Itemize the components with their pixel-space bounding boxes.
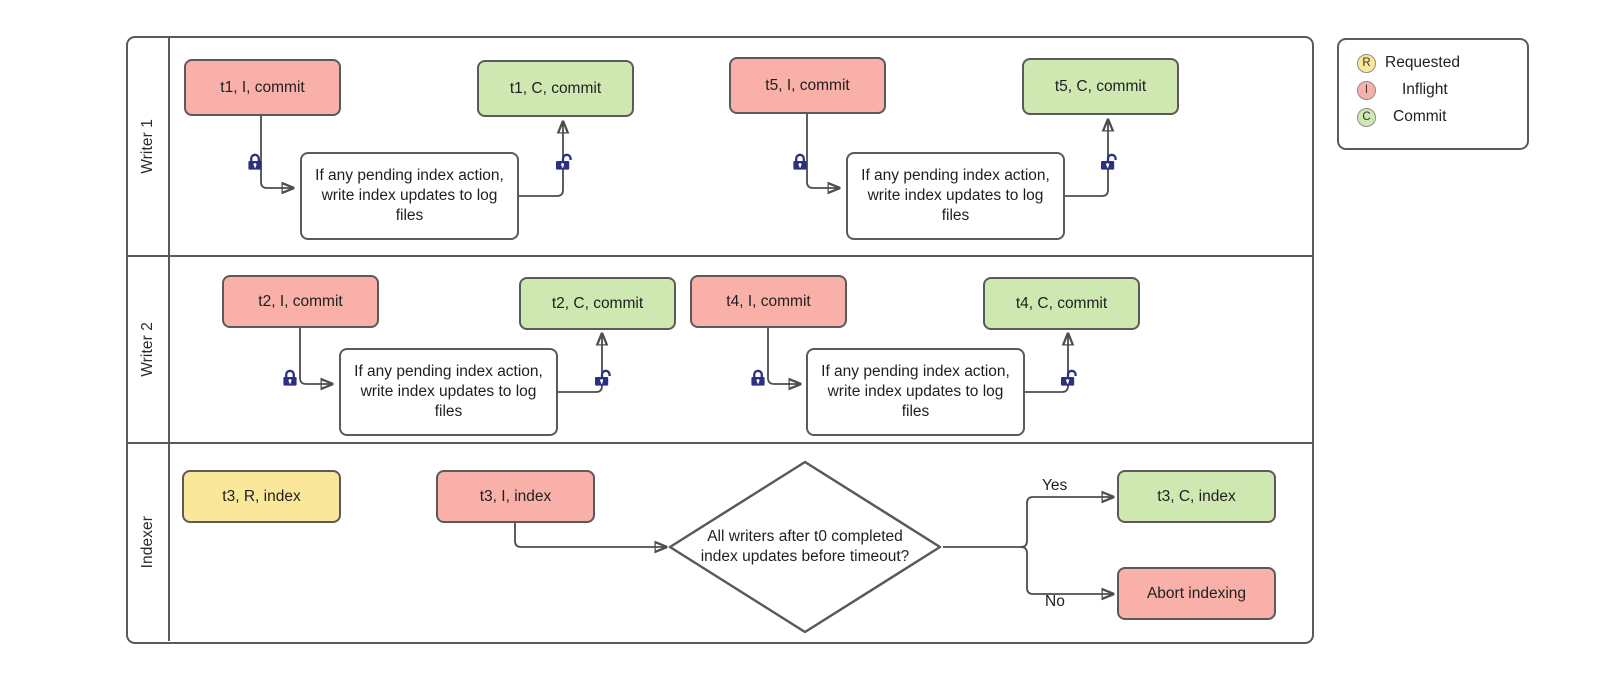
node-w2-t2-commit[interactable]: t2, C, commit xyxy=(519,277,676,330)
legend-label-requested: Requested xyxy=(1385,54,1460,71)
lane-writer-2: Writer 2 xyxy=(128,257,1312,444)
legend-badge-inflight: I xyxy=(1357,80,1376,100)
lock-open-icon xyxy=(1099,152,1119,172)
legend-badge-requested: R xyxy=(1357,53,1376,73)
lock-closed-icon xyxy=(790,152,810,172)
node-w1-t1-commit[interactable]: t1, C, commit xyxy=(477,60,634,117)
lock-closed-icon xyxy=(280,368,300,388)
edge-label-no: No xyxy=(1045,593,1065,610)
node-ix-t3-inflight[interactable]: t3, I, index xyxy=(436,470,595,523)
lane-header-indexer: Indexer xyxy=(128,444,170,641)
node-ix-t3-requested[interactable]: t3, R, index xyxy=(182,470,341,523)
lock-closed-icon xyxy=(245,152,265,172)
lane-label-writer-2: Writer 2 xyxy=(139,322,156,377)
lane-header-writer-2: Writer 2 xyxy=(128,257,170,442)
node-w2-t4-inflight[interactable]: t4, I, commit xyxy=(690,275,847,328)
node-ix-abort-indexing[interactable]: Abort indexing xyxy=(1117,567,1276,620)
node-w2-t2-inflight[interactable]: t2, I, commit xyxy=(222,275,379,328)
node-w1-t5-inflight[interactable]: t5, I, commit xyxy=(729,57,886,114)
lock-open-icon xyxy=(1059,368,1079,388)
node-w2-process-2[interactable]: If any pending index action, write index… xyxy=(806,348,1025,436)
legend-panel: R Requested I Inflight C Commit xyxy=(1337,38,1529,150)
legend-row-commit: C Commit xyxy=(1357,104,1527,130)
lane-header-writer-1: Writer 1 xyxy=(128,38,170,255)
node-w1-process-2[interactable]: If any pending index action, write index… xyxy=(846,152,1065,240)
node-w1-t5-commit[interactable]: t5, C, commit xyxy=(1022,58,1179,115)
lock-open-icon xyxy=(593,368,613,388)
node-ix-t3-commit[interactable]: t3, C, index xyxy=(1117,470,1276,523)
edge-label-yes: Yes xyxy=(1042,477,1068,494)
legend-row-inflight: I Inflight xyxy=(1357,77,1527,103)
legend-row-requested: R Requested xyxy=(1357,50,1527,76)
lane-label-writer-1: Writer 1 xyxy=(139,119,156,174)
legend-badge-commit: C xyxy=(1357,107,1376,127)
decision-all-writers-completed[interactable]: All writers after t0 completed index upd… xyxy=(666,458,944,636)
legend-label-commit: Commit xyxy=(1393,108,1447,125)
node-w1-t1-inflight[interactable]: t1, I, commit xyxy=(184,59,341,116)
lock-open-icon xyxy=(554,152,574,172)
lock-closed-icon xyxy=(748,368,768,388)
lane-writer-1: Writer 1 xyxy=(128,38,1312,257)
node-w2-process-1[interactable]: If any pending index action, write index… xyxy=(339,348,558,436)
node-w1-process-1[interactable]: If any pending index action, write index… xyxy=(300,152,519,240)
node-w2-t4-commit[interactable]: t4, C, commit xyxy=(983,277,1140,330)
legend-label-inflight: Inflight xyxy=(1402,81,1448,98)
lane-indexer: Indexer xyxy=(128,444,1312,641)
lane-label-indexer: Indexer xyxy=(139,516,156,569)
